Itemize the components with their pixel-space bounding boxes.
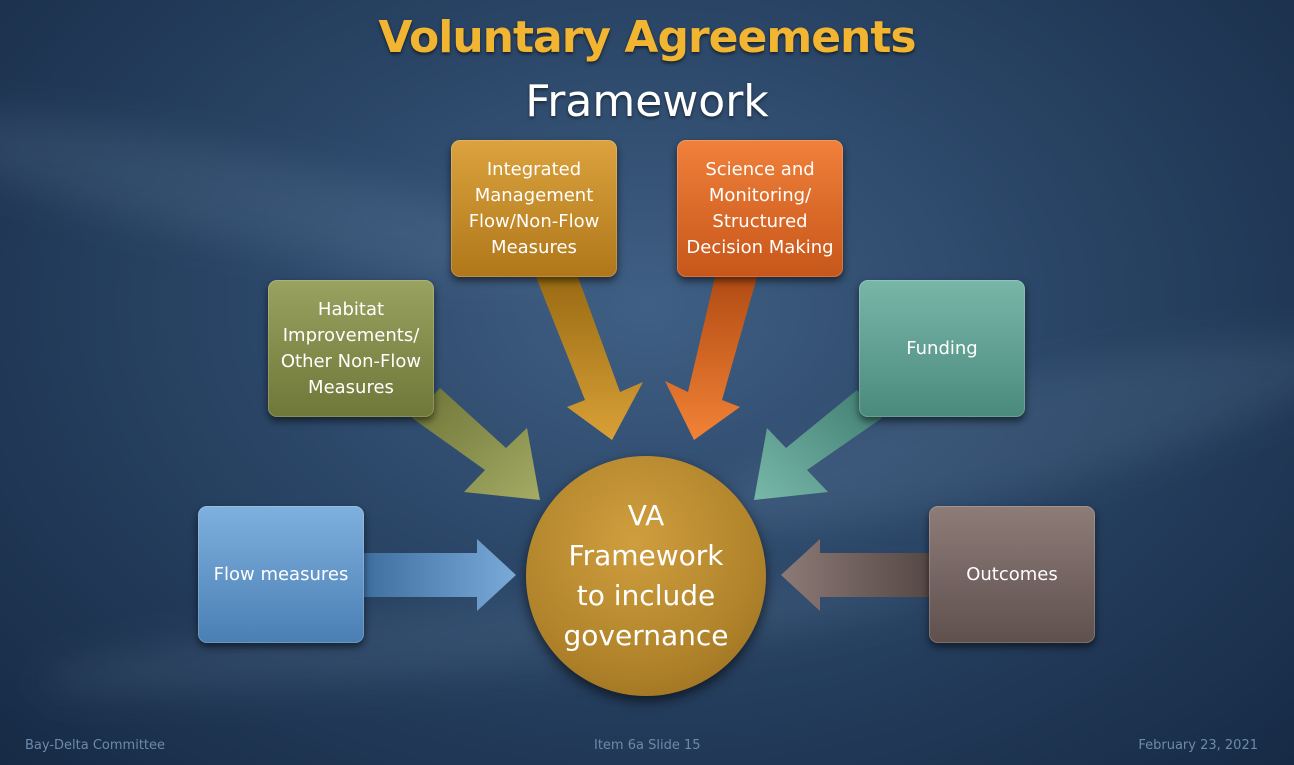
- outcomes-label: Outcomes: [966, 563, 1058, 585]
- integrated-management-label: Integrated Management Flow/Non-Flow Meas…: [468, 158, 600, 258]
- va-framework-label: VA Framework to include governance: [563, 499, 729, 652]
- outcomes-arrow: [781, 539, 929, 611]
- footer-right: February 23, 2021: [1138, 738, 1258, 753]
- funding-arrow: [754, 390, 882, 500]
- outcomes-box: Outcomes: [929, 506, 1095, 643]
- flow-measures-box: Flow measures: [198, 506, 364, 643]
- flow-arrow: [364, 539, 516, 611]
- footer-left: Bay-Delta Committee: [25, 738, 166, 753]
- habitat-arrow: [412, 388, 540, 500]
- title-sub: Framework: [525, 76, 769, 127]
- science-monitoring-box: Science and Monitoring/ Structured Decis…: [677, 140, 843, 277]
- funding-label: Funding: [906, 337, 978, 359]
- title-main: Voluntary Agreements: [378, 12, 916, 63]
- habitat-improvements-label: Habitat Improvements/ Other Non-Flow Mea…: [280, 298, 422, 398]
- integrated-management-box: Integrated Management Flow/Non-Flow Meas…: [451, 140, 617, 277]
- habitat-improvements-box: Habitat Improvements/ Other Non-Flow Mea…: [268, 280, 434, 417]
- footer-center: Item 6a Slide 15: [594, 738, 701, 753]
- va-framework-circle: VA Framework to include governance: [526, 456, 766, 696]
- integrated-arrow: [536, 277, 643, 440]
- flow-measures-label: Flow measures: [213, 563, 349, 585]
- science-monitoring-label: Science and Monitoring/ Structured Decis…: [686, 158, 834, 258]
- funding-box: Funding: [859, 280, 1025, 417]
- science-arrow: [665, 277, 757, 440]
